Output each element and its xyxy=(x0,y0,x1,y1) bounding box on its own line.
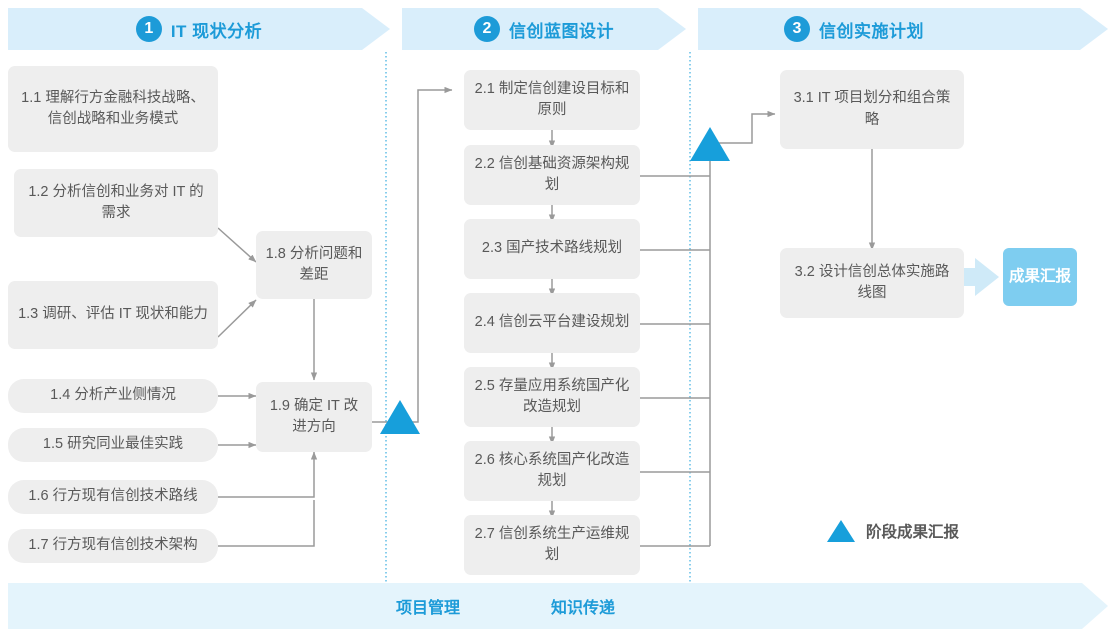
phase-header-2[interactable]: 2 信创蓝图设计 xyxy=(402,8,686,50)
node-2-2[interactable]: 2.2 信创基础资源架构规划 xyxy=(464,145,640,205)
milestone-triangle-phase2 xyxy=(690,127,730,161)
node-2-4[interactable]: 2.4 信创云平台建设规划 xyxy=(464,293,640,353)
node-1-5[interactable]: 1.5 研究同业最佳实践 xyxy=(8,428,218,462)
phase-number-1: 1 xyxy=(135,16,162,42)
phase-label-1: IT 现状分析 xyxy=(170,21,263,41)
node-2-6[interactable]: 2.6 核心系统国产化改造规划 xyxy=(464,441,640,501)
node-1-2[interactable]: 1.2 分析信创和业务对 IT 的需求 xyxy=(14,169,218,237)
phase-number-3: 3 xyxy=(784,16,810,42)
phase-number-2: 2 xyxy=(474,16,500,42)
node-3-2[interactable]: 3.2 设计信创总体实施路线图 xyxy=(780,248,964,318)
node-1-6[interactable]: 1.6 行方现有信创技术路线 xyxy=(8,480,218,514)
footer-item-0[interactable]: 项目管理 xyxy=(396,600,461,617)
footer-band: 项目管理 知识传递 xyxy=(0,583,1115,629)
node-1-3[interactable]: 1.3 调研、评估 IT 现状和能力 xyxy=(8,281,218,349)
node-1-1[interactable]: 1.1 理解行方金融科技战略、信创战略和业务模式 xyxy=(8,66,218,152)
phase-label-2: 信创蓝图设计 xyxy=(509,21,614,41)
footer-item-1[interactable]: 知识传递 xyxy=(551,600,616,617)
phase-header-1[interactable]: 1 IT 现状分析 xyxy=(8,8,390,50)
node-3-1[interactable]: 3.1 IT 项目划分和组合策略 xyxy=(780,70,964,149)
milestone-triangle-phase1 xyxy=(380,400,420,434)
node-2-1[interactable]: 2.1 制定信创建设目标和原则 xyxy=(464,70,640,130)
triangle-icon xyxy=(827,520,855,542)
node-2-7[interactable]: 2.7 信创系统生产运维规划 xyxy=(464,515,640,575)
node-2-3[interactable]: 2.3 国产技术路线规划 xyxy=(464,219,640,279)
node-1-9[interactable]: 1.9 确定 IT 改进方向 xyxy=(256,382,372,452)
outcome-badge[interactable]: 成果汇报 xyxy=(1003,248,1077,306)
legend-milestone: 阶段成果汇报 xyxy=(827,520,959,542)
node-1-4[interactable]: 1.4 分析产业侧情况 xyxy=(8,379,218,413)
phase-header-3[interactable]: 3 信创实施计划 xyxy=(698,8,1080,50)
node-1-8[interactable]: 1.8 分析问题和差距 xyxy=(256,231,372,299)
phase-label-3: 信创实施计划 xyxy=(819,21,924,41)
node-2-5[interactable]: 2.5 存量应用系统国产化改造规划 xyxy=(464,367,640,427)
node-1-7[interactable]: 1.7 行方现有信创技术架构 xyxy=(8,529,218,563)
legend-label: 阶段成果汇报 xyxy=(866,524,960,541)
